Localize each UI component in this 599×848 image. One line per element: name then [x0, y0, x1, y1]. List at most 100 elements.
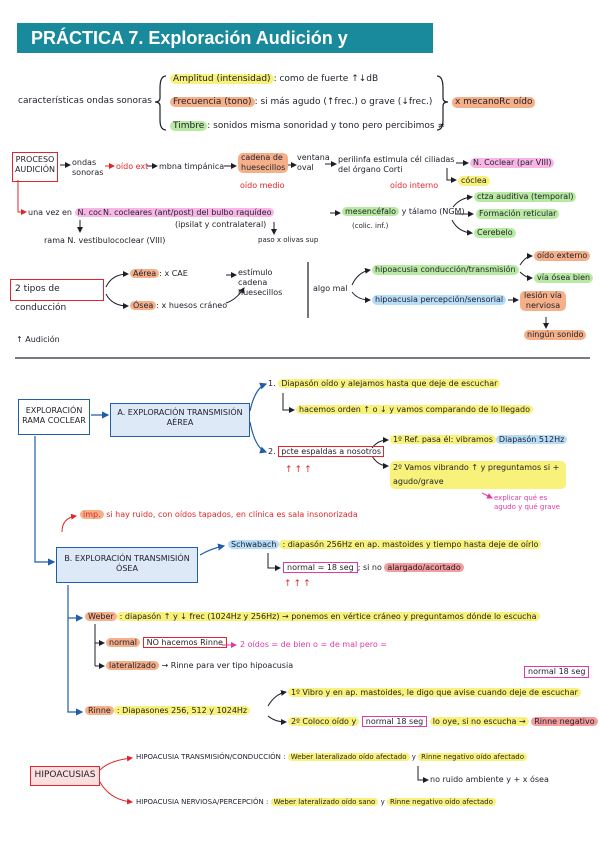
- rinne2a-text: 2º Coloco oído y: [288, 717, 360, 726]
- lateralizado-desc: → Rinne para ver tipo hipoacusia: [161, 661, 294, 670]
- coclea-label: cóclea: [458, 176, 490, 186]
- timbre-label: Timbre: [170, 121, 208, 131]
- a2-prefix: 2.: [268, 447, 276, 456]
- aerea-row: Aérea: x CAE: [130, 269, 188, 279]
- hipoacusia-conduccion-label: hipoacusia conducción/transmisión: [372, 265, 519, 275]
- rinne2-box: normal 18 seg: [361, 716, 428, 727]
- osea-desc: : x huesos cráneo: [156, 301, 228, 310]
- a21-diapason: Diapasón 512Hz: [495, 435, 568, 444]
- ondas-caracteristicas-label: características ondas sonoras: [18, 96, 152, 106]
- normal18b-box: normal 18 seg: [524, 666, 590, 678]
- weber-label: Weber: [85, 612, 117, 621]
- estimulo-cadena-label: estímulo cadena huesecillos: [238, 268, 283, 297]
- imp-label: imp.: [80, 510, 104, 519]
- a1-text: Diapasón oído y alejamos hasta que deje …: [278, 379, 501, 388]
- imp-text: si hay ruido, con oídos tapados, en clín…: [106, 510, 358, 519]
- ht-label: HIPOACUSIA TRANSMISIÓN/CONDUCCIÓN :: [136, 753, 286, 761]
- aerea-label: Aérea: [130, 269, 160, 278]
- via-osea-bien-label: vía ósea bien: [534, 273, 594, 283]
- a22-text: 2º Vamos vibrando ↑ y preguntamos si + a…: [390, 461, 566, 489]
- page-title: PRÁCTICA 7. Exploración Audición y Equil…: [17, 23, 433, 78]
- a-exploracion-aerea-box: A. EXPLORACIÓN TRANSMISIÓN AÉREA: [110, 403, 250, 437]
- no-rinne-box: NO hacemos Rinne: [142, 637, 227, 648]
- audicion-label: ↑ Audición: [16, 335, 60, 344]
- normal18-row: normal = 18 seg; si no alargado/acortado: [283, 562, 464, 573]
- schwabach-desc: : diapasón 256Hz en ap. mastoides y tiem…: [279, 540, 542, 549]
- timbre-desc: : sonidos misma sonoridad y tono pero pe…: [207, 121, 446, 131]
- rinne2-row: 2º Coloco oído y normal 18 seg lo oye, s…: [288, 716, 598, 727]
- rinne-label: Rinne: [85, 706, 114, 715]
- hipoacusia-percepcion-label: hipoacusia percepción/sensorial: [372, 295, 507, 305]
- rama-vestibulococlear-label: rama N. vestibulococlear (VIII): [44, 236, 166, 245]
- osea-row: Ósea: x huesos cráneo: [130, 301, 227, 311]
- aerea-desc: : x CAE: [159, 269, 188, 278]
- hn-y: y: [380, 798, 385, 806]
- amplitud-row: Amplitud (intensidad): como de fuerte ↑↓…: [170, 74, 378, 85]
- hipoacusias-box: HIPOACUSIAS: [30, 766, 100, 786]
- frecuencia-desc: : si más agudo (↑frec.) o grave (↓frec.): [254, 97, 433, 107]
- rinne1-text: 1º Vibro y en ap. mastoides, le digo que…: [288, 688, 581, 697]
- n-coclear-label: N. coclear: [74, 208, 121, 217]
- oidos-bien-text: 2 oídos = de bien o = de mal pero =: [240, 640, 387, 649]
- weber-desc: : diapasón ↑ y ↓ frec (1024Hz y 256Hz) →…: [116, 612, 540, 621]
- mesencefalo-label: mesencéfalo: [342, 207, 400, 216]
- hn-label: HIPOACUSIA NERVIOSA/PERCEPCIÓN :: [136, 798, 269, 806]
- schwabach-arrows: ↑↑↑: [284, 579, 313, 589]
- a1b-row: hacemos orden ↑ o ↓ y vamos comparando d…: [296, 405, 533, 415]
- oido-ext-label: oído ext: [116, 162, 149, 171]
- lateralizado-label: lateralizado: [106, 661, 159, 670]
- n-coclear-viii-label: N. Coclear (par VIII): [470, 158, 555, 168]
- cerebelo-label: Cerebelo: [474, 228, 516, 238]
- ipsilat-label: (ipsilat y contralateral): [175, 220, 267, 229]
- imp-row: imp. si hay ruido, con oídos tapados, en…: [80, 510, 358, 520]
- osea-label: Ósea: [130, 301, 157, 310]
- schwabach-row: Schwabach: diapasón 256Hz en ap. mastoid…: [228, 540, 542, 550]
- una-vez-text: una vez en: [28, 208, 72, 217]
- alargado-label: alargado/acortado: [384, 563, 464, 572]
- normal-row: normal NO hacemos Rinne: [106, 637, 227, 648]
- rinne-negativo-label: Rinne negativo: [531, 717, 598, 726]
- schwabach-label: Schwabach: [228, 540, 280, 549]
- amplitud-desc: : como de fuerte ↑↓dB: [273, 74, 379, 84]
- hn-rinne: Rinne negativo oído afectado: [386, 798, 496, 806]
- amplitud-label: Amplitud (intensidad): [170, 74, 274, 84]
- timbre-row: Timbre: sonidos misma sonoridad y tono p…: [170, 121, 445, 132]
- mbna-timpanica-label: mbna timpánica: [159, 162, 225, 171]
- mecanorreceptores-label: x mecanoRc oído: [452, 97, 536, 108]
- weber-row: Weber: diapasón ↑ y ↓ frec (1024Hz y 256…: [85, 612, 540, 622]
- proceso-audicion-box: PROCESO AUDICIÓN: [12, 152, 58, 182]
- oido-interno-label: oído interno: [390, 181, 439, 190]
- cadena-huesecillos-label: cadena de huesecillos: [238, 153, 288, 173]
- ningun-sonido-label: ningún sonido: [524, 330, 587, 340]
- b-exploracion-osea-box: B. EXPLORACIÓN TRANSMISIÓN ÓSEA: [56, 547, 198, 583]
- a2-box: pcte espaldas a nosotros: [278, 446, 385, 457]
- perilinfa-label: perilinfa estimula cél ciliadas del órga…: [338, 155, 455, 174]
- tipos-conduccion-box: 2 tipos de conducción: [10, 279, 104, 313]
- hn-row: HIPOACUSIA NERVIOSA/PERCEPCIÓN : Weber l…: [136, 798, 496, 807]
- lesion-via-nerviosa-label: lesión vía nerviosa: [520, 291, 566, 311]
- rinne2b-text: lo oye, si no escucha →: [429, 717, 529, 726]
- una-vez-label: una vez en N. coclear: [28, 208, 121, 218]
- si-no-text: ; si no: [357, 563, 382, 572]
- hn-weber: Weber lateralizado oído sano: [270, 798, 379, 806]
- nucleos-highlight: N. cocleares (ant/post) del bulbo raquíd…: [101, 208, 274, 217]
- ctza-auditiva-label: ctza auditiva (temporal): [474, 192, 577, 202]
- frecuencia-row: Frecuencia (tono): si más agudo (↑frec.)…: [170, 97, 432, 108]
- colic-inf-label: (colic. inf.): [352, 222, 389, 230]
- a1-row: 1. Diapasón oído y alejamos hasta que de…: [268, 379, 501, 389]
- a2-arrows: ↑↑↑: [285, 465, 314, 475]
- talamo-label: y tálamo (NGM): [401, 207, 465, 216]
- ht-sub-text: no ruido ambiente y + x ósea: [430, 775, 549, 784]
- ventana-oval-label: ventana oval: [297, 153, 330, 172]
- oido-externo-label: oído externo: [534, 251, 591, 261]
- a1-prefix: 1.: [268, 379, 276, 388]
- paso-olivas-label: paso x olivas sup: [258, 236, 319, 244]
- a21-prefix: 1º Ref. pasa él: vibramos: [390, 435, 496, 444]
- nucleos-cocleares-label: N. cocleares (ant/post) del bulbo raquíd…: [101, 208, 274, 218]
- ht-row: HIPOACUSIA TRANSMISIÓN/CONDUCCIÓN : Webe…: [136, 753, 528, 762]
- formacion-reticular-label: Formación reticular: [476, 209, 560, 219]
- rinne-desc: : Diapasones 256, 512 y 1024Hz: [113, 706, 251, 715]
- rinne1-row: 1º Vibro y en ap. mastoides, le digo que…: [288, 688, 581, 698]
- normal-label: normal: [106, 638, 141, 647]
